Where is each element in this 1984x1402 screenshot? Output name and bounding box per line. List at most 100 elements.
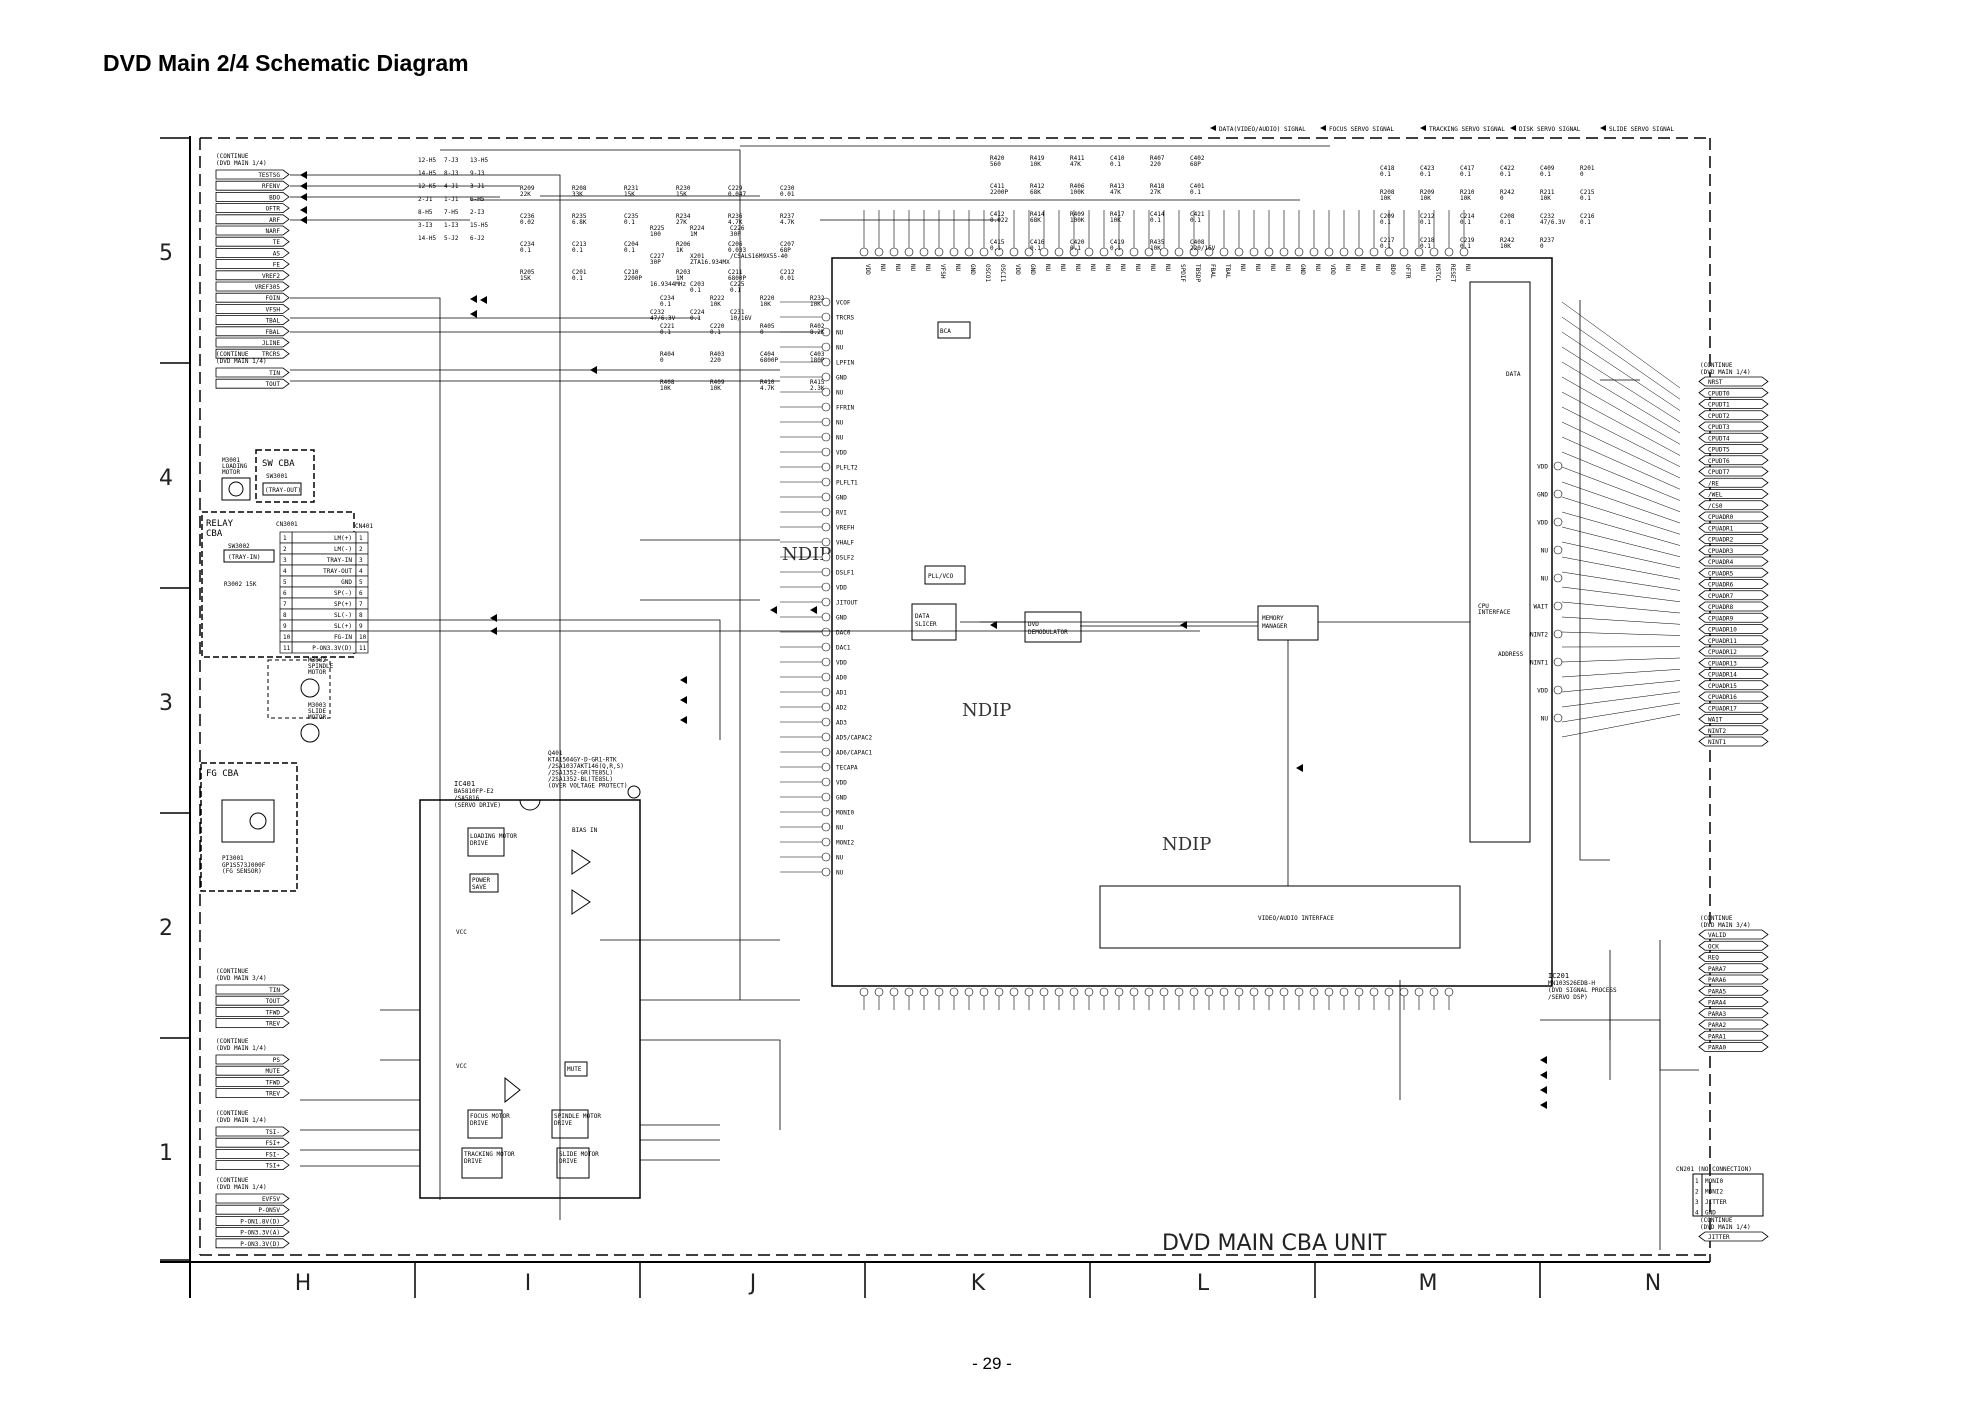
component-value: 0.1 bbox=[710, 329, 721, 336]
component-ref: C221 bbox=[660, 323, 675, 330]
cn401-pin: 3 bbox=[359, 557, 363, 564]
legend-item: SLIDE SERVO SIGNAL bbox=[1609, 126, 1674, 133]
component-value: 10K bbox=[710, 301, 721, 308]
component-ref: C226 bbox=[730, 225, 745, 232]
ic201-pin: LPFIN bbox=[836, 360, 854, 367]
connector-header: (DVD MAIN 3/4) bbox=[216, 975, 267, 982]
ic201-block: SLICER bbox=[915, 621, 937, 628]
component-ref: C402 bbox=[1190, 155, 1205, 162]
component-value: 6.8K bbox=[572, 219, 587, 226]
connector-signal: TESTSG bbox=[258, 172, 280, 179]
component-ref: C235 bbox=[624, 213, 639, 220]
column-label-M: M bbox=[1419, 1271, 1438, 1296]
component-value: 47/6.3V bbox=[650, 315, 676, 322]
ic201-pin: RVI bbox=[836, 510, 847, 517]
ic201-pin: JITOUT bbox=[836, 600, 858, 607]
cn401-pin: 11 bbox=[283, 645, 291, 652]
connector-header: (CONTINUE bbox=[216, 153, 249, 160]
cn401-signal: SP(+) bbox=[334, 601, 352, 608]
cn401-signal: SL(+) bbox=[334, 623, 352, 630]
connector-signal: PARA0 bbox=[1708, 1045, 1726, 1052]
connector-signal: NINT1 bbox=[1708, 739, 1726, 746]
connector-signal: CPUADR15 bbox=[1708, 683, 1737, 690]
component-ref: C213 bbox=[572, 241, 587, 248]
q401-label: KTA1504GY-D-GR1-RTK bbox=[548, 757, 617, 764]
connector-signal: PARA3 bbox=[1708, 1011, 1726, 1018]
component-value: 47/6.3V bbox=[1540, 219, 1566, 226]
net-label: 14-H5 bbox=[418, 235, 436, 242]
component-value: 0.1 bbox=[1070, 245, 1081, 252]
ic201-pin: TBSDP bbox=[1194, 264, 1201, 282]
component-ref: C208 bbox=[1500, 213, 1515, 220]
component-value: 6800P bbox=[760, 357, 778, 364]
component-ref: C214 bbox=[1460, 213, 1475, 220]
connector-signal: /WEL bbox=[1708, 492, 1723, 499]
net-label: 5-J2 bbox=[444, 235, 459, 242]
connector-signal: JLINE bbox=[262, 340, 280, 347]
component-ref: R209 bbox=[1420, 189, 1435, 196]
cn401-pin: 1 bbox=[283, 535, 287, 542]
ic201-pin: GND bbox=[969, 264, 976, 275]
spindle-motor-label: SPINDLE bbox=[308, 663, 334, 670]
legend-item: TRACKING SERVO SIGNAL bbox=[1429, 126, 1505, 133]
ic401-block: DRIVE bbox=[554, 1120, 572, 1127]
component-value: 47K bbox=[1110, 189, 1121, 196]
ic201-pin: NU bbox=[1059, 264, 1066, 272]
cn401-pin: 8 bbox=[359, 612, 363, 619]
component-value: 560 bbox=[990, 161, 1001, 168]
component-value: 15K bbox=[520, 275, 531, 282]
component-value: 0 bbox=[1540, 243, 1544, 250]
connector-signal: CPUADR7 bbox=[1708, 593, 1734, 600]
component-value: 30P bbox=[730, 231, 741, 238]
cn401-pin: 2 bbox=[359, 546, 363, 553]
ic201-pin: NU bbox=[1104, 264, 1111, 272]
connector-pin: 3 bbox=[1695, 1199, 1699, 1206]
ic201-pin: VDD bbox=[1537, 464, 1548, 471]
connector-signal: CPUADR13 bbox=[1708, 660, 1737, 667]
connector-signal: PARA2 bbox=[1708, 1022, 1726, 1029]
cn401-pin: 3 bbox=[283, 557, 287, 564]
cn401-pin: 8 bbox=[283, 612, 287, 619]
ic201-pin: VDD bbox=[836, 585, 847, 592]
component-labels: R20922KR20833KR23115KR23015KC2290.047C23… bbox=[520, 155, 1595, 392]
ic401-block: TRACKING MOTOR bbox=[464, 1151, 515, 1158]
cn401-pin: 6 bbox=[359, 590, 363, 597]
ic201-block: CPU bbox=[1478, 603, 1489, 610]
component-ref: C419 bbox=[1110, 239, 1125, 246]
connector-header: (DVD MAIN 1/4) bbox=[216, 1184, 267, 1191]
component-ref: C231 bbox=[730, 309, 745, 316]
cn401-pin: 10 bbox=[359, 634, 367, 641]
component-ref: C412 bbox=[990, 211, 1005, 218]
net-label: 14-H5 bbox=[418, 170, 436, 177]
ic201-label: (DVD SIGNAL PROCESS bbox=[1548, 987, 1617, 994]
connector-header: CN201 (NO CONNECTION) bbox=[1676, 1166, 1752, 1173]
component-value: 8.2K bbox=[810, 329, 825, 336]
ic201-address-label: ADDRESS bbox=[1498, 651, 1524, 658]
component-value: 0.1 bbox=[660, 329, 671, 336]
component-ref: R408 bbox=[660, 379, 675, 386]
connector-signal: CPUDT1 bbox=[1708, 402, 1730, 409]
component-ref: C417 bbox=[1460, 165, 1475, 172]
slide-motor-label: M3003 bbox=[308, 702, 326, 709]
ic201-pin: SPDIF bbox=[1179, 264, 1186, 282]
component-ref: C206 bbox=[728, 241, 743, 248]
component-ref: R232 bbox=[810, 295, 825, 302]
component-value: 0.1 bbox=[1190, 217, 1201, 224]
cn401-pin: 6 bbox=[283, 590, 287, 597]
connector-signal: VREF305 bbox=[255, 284, 281, 291]
ic201-pin: FBAL bbox=[1209, 264, 1216, 279]
connector-signal: TSI- bbox=[266, 1129, 280, 1136]
connector-header: (CONTINUE bbox=[216, 1038, 249, 1045]
component-ref: C423 bbox=[1420, 165, 1435, 172]
ic201-block: DEMODULATOR bbox=[1028, 629, 1068, 636]
connector-signal: MONI0 bbox=[1705, 1178, 1723, 1185]
component-ref: R406 bbox=[1070, 183, 1085, 190]
connector-signal: CPUDT0 bbox=[1708, 390, 1730, 397]
cn401-pin: 11 bbox=[359, 645, 367, 652]
legend-item: DISK SERVO SIGNAL bbox=[1519, 126, 1581, 133]
component-ref: R220 bbox=[760, 295, 775, 302]
component-value: 0.1 bbox=[572, 275, 583, 282]
component-ref: C230 bbox=[780, 185, 795, 192]
cn401-signal: GND bbox=[341, 579, 352, 586]
ic201-pin: NU bbox=[1374, 264, 1381, 272]
